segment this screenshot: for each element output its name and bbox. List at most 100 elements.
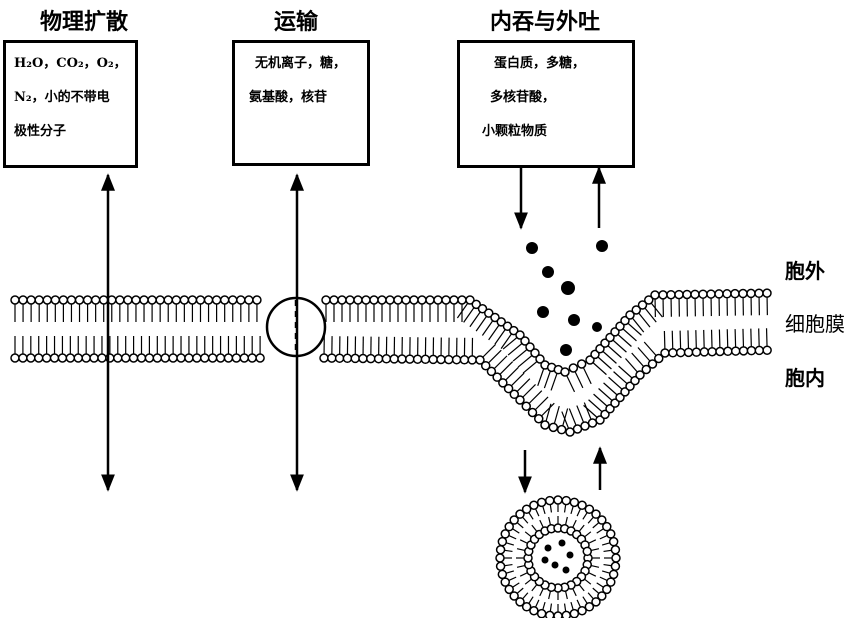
- lipid-head: [184, 353, 194, 363]
- lipid-head: [509, 591, 519, 601]
- lipid-head: [381, 354, 392, 364]
- lipid-head: [553, 611, 563, 618]
- lipid-head: [34, 295, 44, 305]
- lipid-head: [569, 608, 580, 618]
- lipid-head: [373, 353, 384, 364]
- lipid-head: [597, 591, 607, 601]
- lipid-head: [41, 353, 52, 363]
- lipid-head: [715, 346, 725, 357]
- lipid-head: [536, 497, 547, 508]
- lipid-head: [361, 295, 371, 305]
- lipid-head: [683, 347, 694, 358]
- box-endocytosis: 蛋白质，多糖， 多核苷酸， 小颗粒物质: [457, 40, 635, 168]
- lipid-head: [200, 353, 210, 363]
- lipid-head: [492, 372, 502, 382]
- lipid-head: [521, 602, 532, 612]
- lipid-head: [650, 290, 660, 300]
- lipid-head: [50, 295, 61, 305]
- lipid-head: [144, 353, 155, 363]
- lipid-head: [207, 353, 218, 363]
- lipid-head: [420, 354, 431, 365]
- lipid-head: [74, 295, 85, 305]
- lipid-head: [18, 295, 28, 305]
- particle: [541, 556, 549, 564]
- lipid-head: [698, 289, 708, 299]
- lipid-head: [707, 346, 717, 357]
- lipid-head: [503, 383, 514, 394]
- lipid-head: [459, 355, 470, 365]
- lipid-head: [591, 509, 601, 519]
- lipid-head: [486, 366, 497, 377]
- lipid-head: [584, 602, 595, 612]
- lipid-head: [136, 353, 147, 363]
- lipid-head: [561, 495, 572, 506]
- lipid-head: [405, 354, 415, 364]
- lipid-head: [176, 353, 186, 363]
- lipid-head: [611, 553, 621, 563]
- lipid-head: [90, 295, 101, 305]
- lipid-head: [608, 536, 619, 547]
- lipid-head: [584, 504, 595, 514]
- lipid-head: [342, 353, 353, 364]
- lipid-head: [530, 348, 540, 358]
- lipid-head: [690, 289, 700, 300]
- lipid-head: [66, 295, 77, 305]
- lipid-head: [674, 289, 684, 300]
- lipid-head: [160, 353, 170, 363]
- lipid-head: [389, 354, 399, 364]
- cell-membrane: [10, 288, 772, 437]
- box-line: 极性分子: [14, 124, 67, 139]
- lipid-head: [123, 295, 133, 305]
- lipid-head: [515, 597, 525, 607]
- lipid-head: [497, 569, 508, 580]
- lipid-head: [544, 495, 555, 506]
- lipid-head: [57, 353, 68, 363]
- lipid-head: [561, 610, 572, 618]
- lipid-head: [495, 553, 505, 563]
- lipid-head: [49, 353, 60, 363]
- lipid-head: [147, 295, 157, 305]
- lipid-head: [568, 363, 579, 373]
- lipid-head: [457, 295, 467, 305]
- lipid-head: [647, 359, 658, 369]
- lipid-head: [115, 295, 125, 305]
- box-line: 无机离子，糖，: [255, 56, 347, 71]
- lipid-head: [706, 289, 716, 299]
- lipid-head: [730, 346, 741, 356]
- lipid-head: [606, 529, 616, 539]
- lipid-head: [536, 608, 547, 618]
- lipid-head: [42, 295, 53, 305]
- lipid-head: [211, 295, 222, 305]
- lipid-head: [369, 295, 379, 305]
- lipid-head: [610, 561, 621, 572]
- lipid-head: [409, 295, 419, 305]
- lipid-head: [529, 606, 539, 616]
- lipid-head: [644, 295, 654, 305]
- lipid-head: [754, 345, 765, 356]
- lipid-head: [746, 288, 756, 299]
- box-transport: 无机离子，糖， 氨基酸，核苷: [232, 40, 370, 166]
- lipid-head: [535, 354, 545, 364]
- lipid-head: [239, 353, 250, 363]
- lipid-head: [327, 353, 337, 363]
- lipid-head: [65, 353, 76, 363]
- lipid-head: [337, 295, 347, 305]
- lipid-head: [754, 288, 764, 299]
- lipid-head: [441, 295, 451, 305]
- lipid-head: [171, 295, 182, 305]
- lipid-head: [26, 353, 36, 363]
- lipid-head: [393, 295, 403, 305]
- lipid-head: [163, 295, 173, 305]
- lipid-head: [219, 295, 230, 305]
- lipid-head: [223, 353, 234, 363]
- lipid-head: [465, 295, 475, 305]
- lipid-head: [525, 342, 535, 352]
- lipid-head: [252, 295, 262, 305]
- lipid-head: [152, 353, 163, 363]
- lipid-head: [377, 295, 387, 305]
- lipid-head: [527, 407, 538, 418]
- lipid-head: [321, 295, 331, 305]
- box-diffusion: H₂O，CO₂，O₂， N₂，小的不带电 极性分子: [3, 40, 138, 168]
- lipid-head: [722, 289, 732, 299]
- lipid-head: [691, 347, 702, 357]
